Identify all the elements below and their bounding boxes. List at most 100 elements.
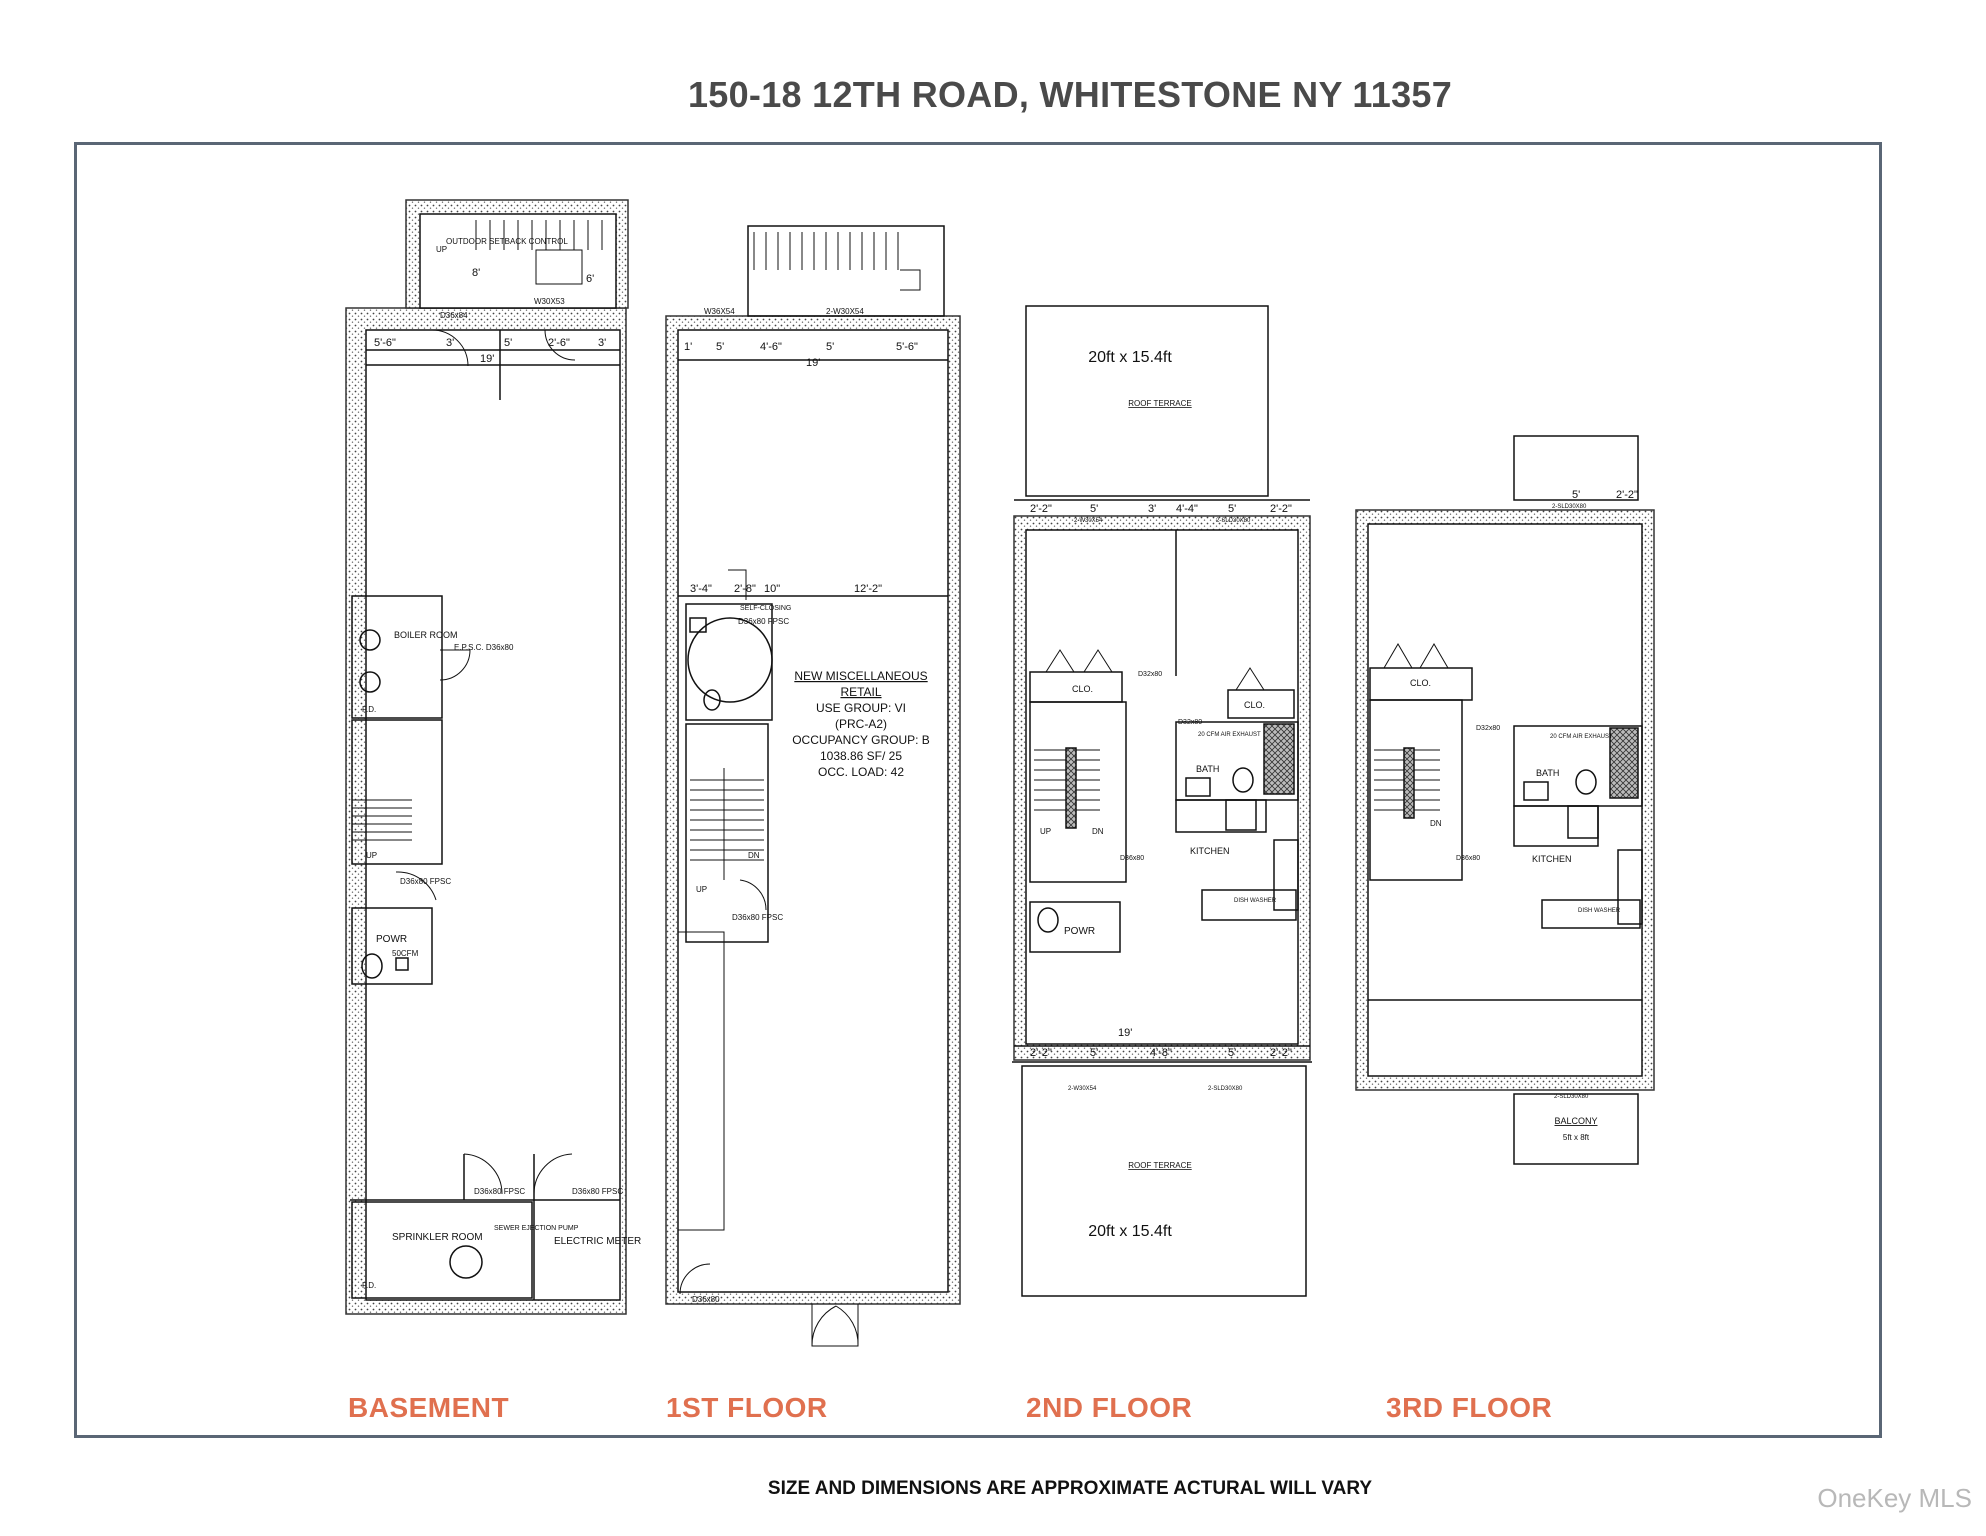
first-floor-plan (665, 225, 961, 1347)
basement-dim-0: 5'-6" (374, 337, 396, 349)
second-roof-terrace-bottom (1021, 1065, 1307, 1297)
basement-fd-2: F.D. (362, 1281, 376, 1290)
first-floor-label: 1ST FLOOR (666, 1392, 828, 1423)
third-rear-balcony (1513, 1093, 1639, 1165)
second-dim-top-3: 4'-4" (1176, 503, 1198, 515)
first-dim-4: 5'-6" (896, 341, 918, 353)
second-dim-top-1: 5' (1090, 503, 1098, 515)
second-stair-up: UP (1040, 827, 1051, 836)
basement-powr-label: POWR (376, 934, 407, 945)
first-rear-door-tag: D36x80 (692, 1295, 720, 1304)
retail-line-3: (PRC-A2) (835, 717, 887, 731)
first-stair-up: UP (696, 885, 707, 894)
setback-note: OUTDOOR SETBACK CONTROL (446, 237, 568, 246)
second-terrace-bottom-name: ROOF TERRACE (1128, 1161, 1191, 1170)
first-dim-19: 19' (806, 357, 820, 369)
disclaimer-text: SIZE AND DIMENSIONS ARE APPROXIMATE ACTU… (767, 1478, 1373, 1499)
second-stair-door-tag: D36x80 (1120, 855, 1144, 862)
first-dim-3: 5' (826, 341, 834, 353)
basement-stair (351, 719, 443, 865)
first-floor-stair (685, 723, 769, 943)
boiler-door-tag: E.P.S.C. D36x80 (454, 643, 514, 652)
sprinkler-room-label: SPRINKLER ROOM (392, 1232, 483, 1243)
basement-exterior-stair (475, 220, 603, 285)
basement-fd-1: F.D. (362, 705, 376, 714)
basement-outdoor-up: UP (436, 245, 447, 254)
plan-frame (74, 142, 1882, 1438)
retail-line-2: USE GROUP: VI (816, 701, 906, 715)
third-balcony-size: 5ft x 8ft (1563, 1133, 1590, 1142)
basement-dim-6ft: 6' (586, 273, 594, 285)
boiler-room (351, 595, 443, 719)
third-dim-top-0: 5' (1572, 489, 1580, 501)
first-dim-mid-0: 3'-4" (690, 583, 712, 595)
sewer-pump-note: SEWER EJECTION PUMP (494, 1225, 579, 1232)
watermark: OneKey MLS (1817, 1483, 1972, 1513)
third-bath-label: BATH (1536, 768, 1559, 778)
second-powder-room (1029, 901, 1121, 953)
second-floor-plan (1012, 305, 1312, 1297)
first-dim-mid-2: 10" (764, 583, 780, 595)
first-window-tag-1: W36X54 (704, 307, 735, 316)
basement-interior (365, 329, 621, 1301)
second-dim-bot-2: 5' (1090, 1047, 1098, 1059)
second-dim-top-5: 2'-2" (1270, 503, 1292, 515)
retail-line-1: RETAIL (840, 685, 881, 699)
second-dim-19: 19' (1118, 1027, 1132, 1039)
third-window-bot: 2-SLD30X80 (1554, 1094, 1589, 1100)
third-clo-label: CLO. (1410, 678, 1431, 688)
third-dim-top-1: 2'-2" (1616, 489, 1638, 501)
second-kitchen-counter (1175, 799, 1267, 833)
second-window-bot-2: 2-SLD30X80 (1208, 1086, 1243, 1092)
first-self-closing-note: SELF-CLOSING (740, 605, 791, 612)
third-balcony-name: BALCONY (1554, 1116, 1597, 1126)
third-dishwasher-counter (1541, 899, 1641, 929)
third-floor-annotations: 5' 2'-2" 2-SLD30X80 CLO. D32x80 20 CFM A… (1410, 489, 1638, 1142)
second-dim-bot-5: 2'-2" (1270, 1047, 1292, 1059)
third-stair-dn: DN (1430, 819, 1442, 828)
second-dim-bot-3: 4'-8" (1150, 1047, 1172, 1059)
third-front-balcony (1513, 435, 1639, 501)
basement-dim-4: 3' (598, 337, 606, 349)
first-dim-1: 5' (716, 341, 724, 353)
third-dishwasher-label: DISH WASHER (1578, 908, 1621, 914)
second-dishwasher-counter (1201, 889, 1297, 921)
third-stair-door-tag: D36x80 (1456, 855, 1480, 862)
first-dim-mid-1: 2'-8" (734, 583, 756, 595)
second-floor-label: 2ND FLOOR (1026, 1392, 1193, 1423)
boiler-room-label: BOILER ROOM (394, 630, 458, 640)
second-powr-label: POWR (1064, 926, 1095, 937)
basement-dim-2: 5' (504, 337, 512, 349)
second-terrace-top-size: 20ft x 15.4ft (1088, 349, 1172, 366)
second-floor-annotations: 20ft x 15.4ft ROOF TERRACE 2'-2" 5' 3' 4… (1030, 349, 1292, 1240)
third-floor-plan (1355, 435, 1655, 1165)
second-stair-dn: DN (1092, 827, 1104, 836)
sprinkler-room (351, 1201, 533, 1299)
second-window-top-1: 2-W30X54 (1074, 518, 1103, 524)
second-floor-stair (1029, 701, 1127, 883)
second-clo-2: CLO. (1244, 700, 1265, 710)
basement-stair-up: UP (366, 851, 377, 860)
first-window-tag-2: 2-W30X54 (826, 307, 864, 316)
second-dim-bot-4: 5' (1228, 1047, 1236, 1059)
basement-window-tag: W30X53 (534, 297, 565, 306)
second-clo-1: CLO. (1072, 684, 1093, 694)
second-exhaust-note: 20 CFM AIR EXHAUST (1198, 732, 1261, 738)
sprinkler-door-tag: D36x80 FPSC (474, 1187, 525, 1196)
second-dishwasher-label: DISH WASHER (1234, 898, 1277, 904)
retail-line-0: NEW MISCELLANEOUS (794, 669, 927, 683)
third-kitchen-label: KITCHEN (1532, 854, 1572, 864)
second-dim-top-0: 2'-2" (1030, 503, 1052, 515)
retail-line-6: OCC. LOAD: 42 (818, 765, 904, 779)
first-stair-dn: DN (748, 851, 760, 860)
third-floor-label: 3RD FLOOR (1386, 1392, 1553, 1423)
first-floor-annotations: W36X54 2-W30X54 1' 5' 4'-6" 5' 5'-6" 19'… (684, 307, 930, 1304)
first-stair-door-tag: D36x80 FPSC (732, 913, 783, 922)
first-dim-2: 4'-6" (760, 341, 782, 353)
first-dim-mid-3: 12'-2" (854, 583, 882, 595)
basement-label: BASEMENT (348, 1392, 510, 1423)
first-floor-exterior-stair (747, 225, 945, 317)
second-dim-top-2: 3' (1148, 503, 1156, 515)
basement-dim-3: 2'-6" (548, 337, 570, 349)
